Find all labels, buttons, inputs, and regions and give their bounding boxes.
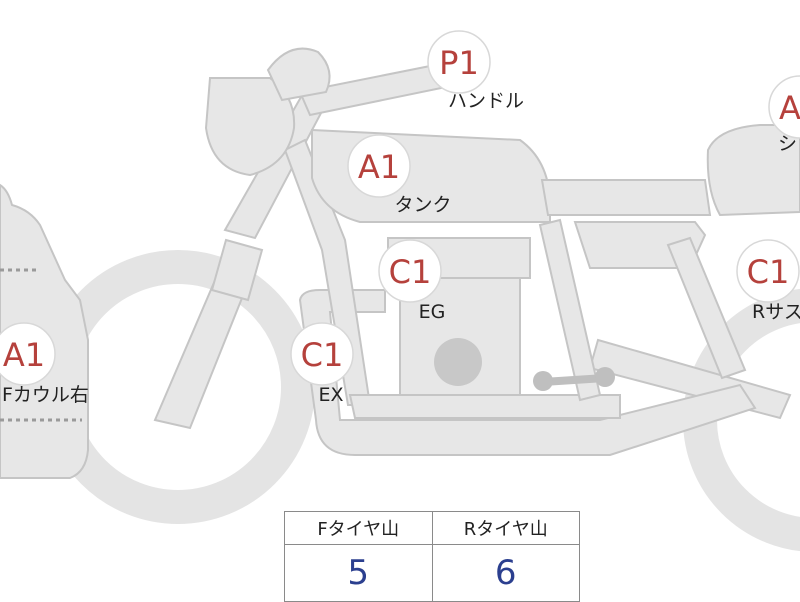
marker-rear-suspension-circle — [736, 239, 800, 303]
marker-tank-label: タンク — [394, 194, 451, 216]
linkage-end-right — [595, 367, 615, 387]
frame-under — [348, 394, 621, 419]
seat-cowl — [706, 124, 800, 217]
marker-front-cowl-right-label: Fカウル右 — [2, 384, 89, 406]
front-tire-header: Fタイヤ山 — [284, 511, 433, 545]
marker-rear-suspension-grade: C1 — [747, 253, 790, 291]
linkage-end-left — [533, 371, 553, 391]
marker-rear-suspension-label: Rサス — [752, 301, 800, 323]
marker-engine-label: EG — [419, 301, 446, 323]
marker-handle-grade: P1 — [439, 44, 479, 82]
marker-seat-label: シ — [778, 133, 797, 155]
linkage — [539, 374, 609, 386]
seat-pad — [540, 179, 712, 216]
frame-rear — [538, 218, 602, 402]
exhaust-pipe — [298, 289, 757, 456]
rear-shock — [666, 236, 747, 380]
rear-tire-value: 6 — [431, 544, 580, 602]
marker-tank-circle — [347, 134, 411, 198]
front-tire-value: 5 — [284, 544, 433, 602]
tire-tread-table: Fタイヤ山 Rタイヤ山 5 6 — [284, 511, 580, 602]
marker-seat-circle — [768, 75, 800, 139]
fork-top — [210, 238, 264, 302]
marker-handle-circle — [427, 30, 491, 94]
marker-front-cowl-right-grade: A1 — [3, 336, 45, 374]
marker-seat-grade: A — [779, 89, 800, 127]
marker-engine-grade: C1 — [389, 253, 432, 291]
rear-tire-header: Rタイヤ山 — [431, 511, 580, 545]
meter — [266, 47, 331, 102]
marker-front-cowl-right-circle — [0, 322, 56, 386]
marker-handle-label: ハンドル — [448, 90, 524, 112]
marker-exhaust-label: EX — [318, 384, 343, 406]
marker-tank-grade: A1 — [358, 148, 400, 186]
marker-exhaust-grade: C1 — [301, 336, 344, 374]
marker-exhaust-circle — [290, 322, 354, 386]
marker-engine-circle — [378, 239, 442, 303]
engine-cover — [434, 338, 482, 386]
engine-block — [399, 277, 521, 396]
